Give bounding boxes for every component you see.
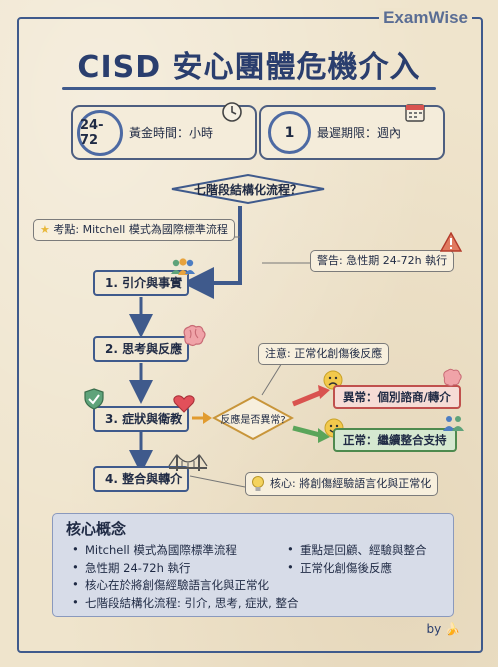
byline: by 🍌 — [426, 622, 461, 636]
stat-card-golden-time: 24-72 黃金時間：小時 — [71, 102, 257, 160]
step-4-integration-referral: 4. 整合與轉介 — [93, 466, 189, 492]
title-underline — [62, 87, 436, 90]
brain-icon — [443, 368, 462, 387]
clock-icon — [222, 102, 242, 122]
note-caution: 注意: 正常化創傷後反應 — [258, 343, 390, 365]
bridge-icon — [168, 454, 208, 471]
note-exam-point: ★ 考點: Mitchell 模式為國際標準流程 — [33, 219, 235, 241]
stat-value-circle: 1 — [268, 111, 311, 154]
stat-label: 最遲期限：週內 — [317, 126, 402, 140]
outcome-normal: 正常：繼續整合支持 — [333, 428, 457, 452]
note-warning: 警告: 急性期 24-72h 執行 — [310, 250, 455, 272]
stat-card-deadline: 1 最遲期限：週內 — [259, 104, 445, 160]
decision-diamond — [212, 395, 294, 441]
outcome-abnormal: 異常：個別諮商/轉介 — [333, 385, 461, 409]
warning-icon — [440, 232, 462, 252]
concept-item: 核心在於將創傷經驗語言化與正常化 — [72, 577, 269, 593]
concept-item: 七階段結構化流程: 引介, 思考, 症狀, 整合 — [72, 595, 298, 611]
question-label: 七階段結構化流程？ — [193, 183, 302, 197]
people-icon — [443, 416, 464, 431]
brain-icon — [183, 324, 206, 347]
stat-label: 黃金時間：小時 — [129, 126, 214, 140]
page-title: CISD 安心團體危機介入 — [77, 50, 421, 85]
concept-item: 正常化創傷後反應 — [287, 560, 392, 576]
concept-item: 急性期 24-72h 執行 — [72, 560, 190, 576]
core-concepts-panel: 核心概念 Mitchell 模式為國際標準流程 急性期 24-72h 執行 核心… — [52, 513, 454, 617]
shield-icon — [84, 388, 104, 410]
step-1-intro-facts: 1. 引介與事實 — [93, 270, 189, 296]
star-icon: ★ — [40, 223, 50, 236]
step-2-thoughts-reactions: 2. 思考與反應 — [93, 336, 189, 362]
stat-value-circle: 24-72 — [77, 110, 123, 156]
note-core: 核心: 將創傷經驗語言化與正常化 — [245, 472, 439, 496]
question-diamond: 七階段結構化流程？ — [166, 173, 330, 205]
lightbulb-icon — [252, 476, 264, 491]
brand-logo: ExamWise — [379, 8, 472, 28]
group-icon — [171, 258, 195, 275]
calendar-icon — [405, 104, 425, 122]
concept-item: Mitchell 模式為國際標準流程 — [72, 542, 237, 558]
concepts-title: 核心概念 — [66, 520, 127, 538]
page-frame — [17, 17, 483, 653]
banana-icon: 🍌 — [445, 622, 460, 636]
concept-item: 重點是回顧、經驗與整合 — [287, 542, 426, 558]
heart-icon — [173, 395, 195, 413]
step-3-symptoms-education: 3. 症狀與衛教 — [93, 406, 189, 432]
decision-label: 反應是否異常? — [220, 415, 286, 426]
